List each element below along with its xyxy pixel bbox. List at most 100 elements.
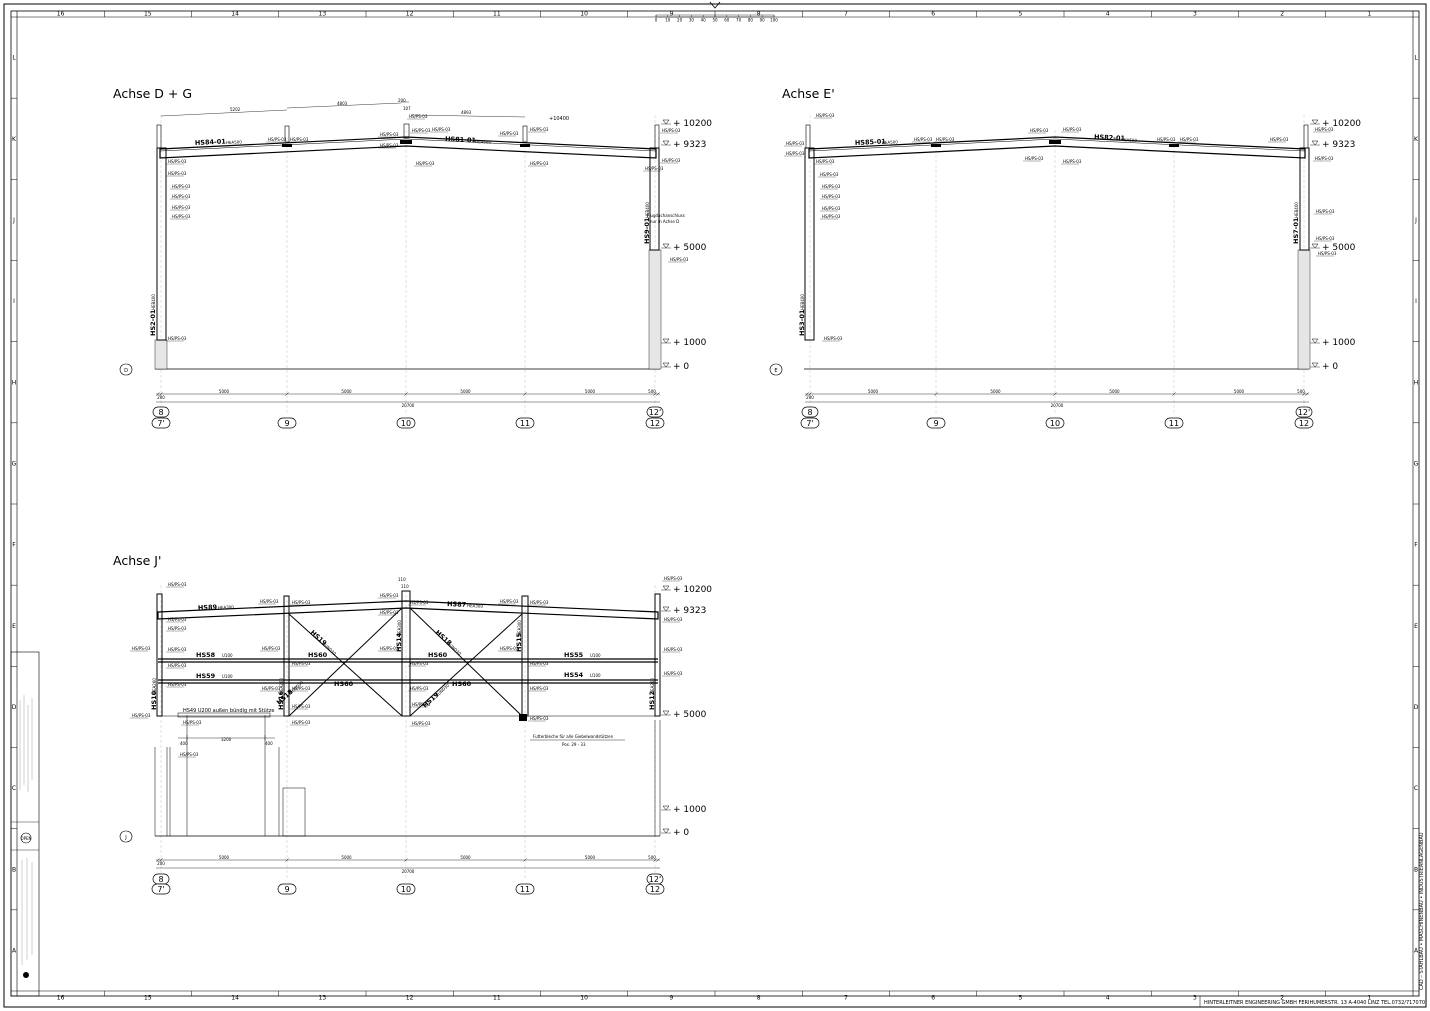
dim-top: 110 bbox=[401, 584, 409, 589]
grid-dim: 5000 bbox=[585, 855, 596, 860]
level-label: + 5000 bbox=[673, 710, 707, 720]
border-row-label: B bbox=[12, 866, 16, 873]
view-title-dg: Achse D + G bbox=[113, 86, 192, 101]
scale-label: 80 bbox=[748, 18, 754, 23]
grid-bubble-label: 12' bbox=[1298, 408, 1310, 417]
border-col-label: 12 bbox=[406, 995, 414, 1002]
member-profile: HEB400 bbox=[1294, 202, 1299, 218]
border-col-label: 3 bbox=[1193, 995, 1197, 1002]
grid-dim: 500 bbox=[648, 389, 656, 394]
level-label: + 1000 bbox=[673, 338, 707, 348]
detail-tag: HS/PS-03 bbox=[380, 143, 399, 148]
border-col-label: 6 bbox=[931, 11, 935, 18]
member-profile: HEA500 bbox=[475, 139, 492, 145]
grid-bubble-label: 10 bbox=[401, 419, 411, 428]
border-row-label: L bbox=[12, 55, 16, 62]
border-row-label: D bbox=[12, 704, 17, 711]
border-row-label: B bbox=[1414, 866, 1418, 873]
grid-bubble-label: 12' bbox=[649, 875, 661, 884]
member-label: HS10 bbox=[150, 690, 158, 710]
note-line: Pos. 29 - 33 bbox=[562, 742, 586, 747]
border-row-label: G bbox=[12, 460, 17, 467]
detail-tag: HS/PS-03 bbox=[183, 720, 202, 725]
grid-bubble-label: 11 bbox=[520, 419, 530, 428]
detail-tag: HS/PS-03 bbox=[530, 127, 549, 132]
border-col-label: 1 bbox=[1367, 995, 1371, 1002]
level-marker-icon bbox=[1311, 362, 1319, 368]
detail-tag: HS/PS-03 bbox=[268, 137, 287, 142]
detail-tag: HS/PS-03 bbox=[500, 599, 519, 604]
grid-dim: 5000 bbox=[219, 389, 230, 394]
grid-bubble-label: 8 bbox=[807, 408, 812, 417]
level-label: + 5000 bbox=[1322, 243, 1356, 253]
level-label: + 0 bbox=[673, 828, 689, 838]
note-line: Flugdachanschluss bbox=[647, 213, 685, 218]
detail-tag: HS/PS-03 bbox=[172, 205, 191, 210]
level-label: + 9323 bbox=[1322, 140, 1355, 150]
scale-label: 40 bbox=[701, 18, 707, 23]
border-row-label: A bbox=[1414, 947, 1419, 954]
lintel-dim: 3200 bbox=[221, 737, 232, 742]
grid-bubble-icon bbox=[515, 417, 535, 429]
border-col-label: 6 bbox=[931, 995, 935, 1002]
border-col-label: 10 bbox=[580, 11, 588, 18]
border-row-label: K bbox=[12, 136, 17, 143]
border-col-label: 5 bbox=[1018, 995, 1022, 1002]
detail-tag: HS/PS-03 bbox=[530, 661, 549, 666]
grid-bubble-icon bbox=[800, 417, 820, 429]
grid-bubble-icon bbox=[396, 883, 416, 895]
detail-tag: HS/PS-03 bbox=[1270, 137, 1289, 142]
border-row-label: D bbox=[1414, 704, 1419, 711]
member-profile: HEA300 bbox=[517, 620, 522, 636]
border-col-label: 4 bbox=[1106, 995, 1110, 1002]
detail-tag: HS/PS-03 bbox=[410, 686, 429, 691]
level-marker-icon bbox=[662, 585, 670, 591]
detail-tag: HS/PS-03 bbox=[822, 194, 841, 199]
axis-bubble-j: J bbox=[119, 830, 133, 843]
detail-tag: HS/PS-03 bbox=[168, 663, 187, 668]
detail-tag: HS/PS-03 bbox=[172, 184, 191, 189]
member-profile: HEA500 bbox=[1121, 137, 1138, 143]
level-label: + 10200 bbox=[673, 585, 712, 595]
grid-bubble-icon bbox=[151, 883, 171, 895]
border-col-label: 14 bbox=[231, 995, 239, 1002]
grid-dim: 5000 bbox=[990, 389, 1001, 394]
detail-tag: HS/PS-03 bbox=[416, 161, 435, 166]
detail-tag: HS/PS-03 bbox=[824, 336, 843, 341]
level-label: + 9323 bbox=[673, 140, 706, 150]
member-profile: HEA500 bbox=[882, 139, 899, 145]
detail-tag: HS/PS-03 bbox=[1030, 128, 1049, 133]
level-label: + 1000 bbox=[1322, 338, 1356, 348]
scale-label: 90 bbox=[760, 18, 766, 23]
grid-bubble-icon bbox=[1045, 417, 1065, 429]
border-col-label: 16 bbox=[57, 11, 65, 18]
detail-tag: HS/PS-03 bbox=[786, 141, 805, 146]
detail-tag: HS/PS-03 bbox=[1316, 209, 1335, 214]
level-marker-icon bbox=[662, 828, 670, 834]
member-label: HS85-01 bbox=[855, 137, 887, 147]
border-row-label: J bbox=[1414, 217, 1417, 224]
border-col-label: 5 bbox=[1018, 11, 1022, 18]
view-axis-dg: Achse D + G HS84-01 HEA500 HS81-01 HEA5 bbox=[113, 86, 689, 415]
detail-tag: HS/PS-03 bbox=[664, 576, 683, 581]
detail-tag: HS/PS-03 bbox=[1063, 127, 1082, 132]
level-marker-icon bbox=[662, 362, 670, 368]
border-col-label: 9 bbox=[669, 11, 673, 18]
detail-tag: HS/PS-03 bbox=[822, 214, 841, 219]
member-profile: RUND30 bbox=[434, 682, 450, 697]
detail-tag: HS/PS-03 bbox=[380, 646, 399, 651]
footer-company: HINTERLEITNER ENGINEERING GMBH FERIHUMER… bbox=[1204, 1000, 1425, 1006]
dim-top: 5202 bbox=[230, 107, 241, 112]
border-col-label: 10 bbox=[580, 995, 588, 1002]
detail-tag: HS/PS-03 bbox=[816, 159, 835, 164]
border-column-labels: 1616151514141313121211111010998877665544… bbox=[57, 11, 1372, 1002]
lintel-dim: 400 bbox=[180, 741, 188, 746]
border-col-label: 9 bbox=[669, 995, 673, 1002]
grid-bubble-label: 8 bbox=[158, 408, 163, 417]
dim-top: 110 bbox=[398, 577, 406, 582]
revision-badge-icon bbox=[20, 832, 32, 844]
left-title-block: OPEN bbox=[10, 651, 40, 997]
scale-label: 10 bbox=[665, 18, 671, 23]
detail-tag: HS/PS-03 bbox=[530, 600, 549, 605]
